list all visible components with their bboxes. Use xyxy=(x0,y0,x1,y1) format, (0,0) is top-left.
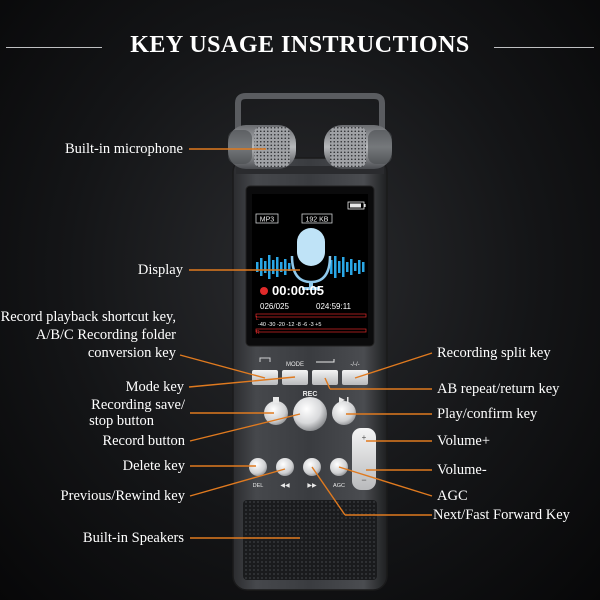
screen-file-index: 026/025 xyxy=(260,302,289,311)
del-key-label: DEL xyxy=(253,483,264,489)
label-delete-key: Delete key xyxy=(122,458,185,474)
level-meter-l xyxy=(255,313,367,318)
label-split-key: Recording split key xyxy=(437,345,551,361)
label-save-stop-1: Recording save/ xyxy=(91,397,185,413)
label-playback-shortcut-3: conversion key xyxy=(87,345,176,361)
label-previous: Previous/Rewind key xyxy=(60,488,185,504)
device-handle xyxy=(235,93,385,130)
label-play-confirm: Play/confirm key xyxy=(437,406,538,422)
title-divider-right xyxy=(494,47,594,48)
label-volume-down: Volume- xyxy=(437,462,487,478)
fast-forward-icon: ▶▶ xyxy=(307,483,317,489)
return-icon xyxy=(316,359,335,363)
agc-key-label: AGC xyxy=(333,483,345,489)
label-playback-shortcut-2: A/B/C Recording folder xyxy=(35,327,176,343)
rewind-icon: ◀◀ xyxy=(280,483,290,489)
label-microphone: Built-in microphone xyxy=(65,141,183,157)
label-speakers: Built-in Speakers xyxy=(82,530,184,546)
screen-elapsed: 00:00:05 xyxy=(272,283,324,298)
volume-plus-icon: + xyxy=(362,433,367,442)
battery-icon xyxy=(347,201,366,210)
screen-bitrate: 192 KB xyxy=(306,217,329,224)
label-ab-repeat: AB repeat/return key xyxy=(437,381,560,397)
play-pause-icon xyxy=(339,397,349,403)
speaker-grille xyxy=(243,500,377,580)
screen-format: MP3 xyxy=(260,217,275,224)
split-key-label: -/-/- xyxy=(350,362,359,368)
microphone-icon xyxy=(290,228,332,290)
label-record-button: Record button xyxy=(102,433,185,449)
folder-icon xyxy=(259,357,271,362)
page-title: KEY USAGE INSTRUCTIONS xyxy=(130,32,470,58)
meter-channel-r: R xyxy=(256,330,260,336)
label-volume-up: Volume+ xyxy=(437,433,491,449)
label-save-stop-2: stop button xyxy=(89,413,154,429)
record-button xyxy=(293,397,327,431)
label-next: Next/Fast Forward Key xyxy=(433,507,570,523)
meter-scale: -40 -30 -20 -12 -8 -6 -3 +5 xyxy=(258,322,321,328)
record-indicator-icon xyxy=(260,287,268,295)
microphone-right xyxy=(324,125,392,169)
screen-total-time: 024:59:11 xyxy=(316,302,352,311)
microphone-left xyxy=(228,125,296,169)
stop-icon xyxy=(273,397,279,403)
leader-lines xyxy=(179,148,433,539)
delete-key xyxy=(249,458,267,476)
rec-key-label: REC xyxy=(303,391,318,398)
meter-channel-l: L xyxy=(256,316,259,322)
ab-repeat-key xyxy=(312,370,338,385)
play-confirm-button xyxy=(332,401,356,425)
title-divider-left xyxy=(6,47,102,48)
label-playback-shortcut-1: Record playback shortcut key, xyxy=(0,309,176,325)
volume-rocker xyxy=(352,428,376,490)
previous-key xyxy=(276,458,294,476)
level-meter-r xyxy=(255,328,367,333)
label-mode-key: Mode key xyxy=(125,379,184,395)
label-agc: AGC xyxy=(437,488,468,504)
label-display: Display xyxy=(137,262,183,278)
waveform xyxy=(256,255,365,279)
volume-minus-icon: − xyxy=(361,475,366,485)
mode-key-label: MODE xyxy=(286,362,304,368)
